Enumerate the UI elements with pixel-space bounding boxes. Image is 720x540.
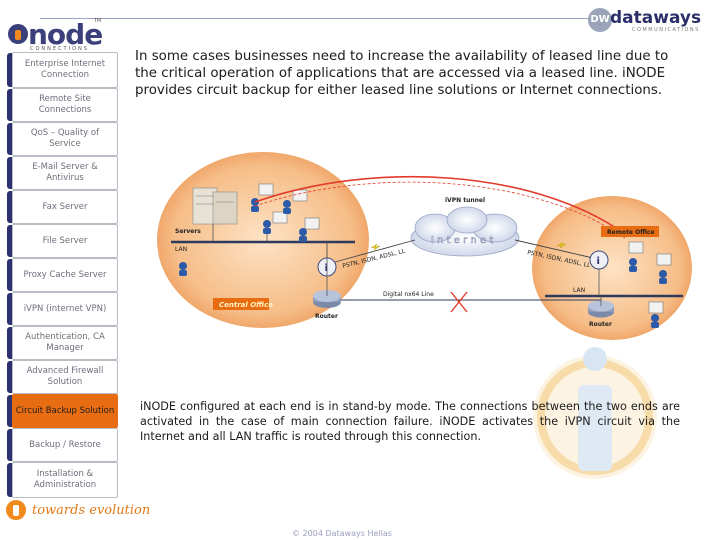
lan-left-label: LAN <box>175 246 187 253</box>
remote-user-icon <box>629 258 667 328</box>
inode-logo-icon <box>8 24 28 44</box>
sidebar-item-label: iVPN (internet VPN) <box>23 303 107 314</box>
ivpn-tunnel-label: iVPN tunnel <box>445 197 485 204</box>
internet-cloud-icon <box>410 206 520 257</box>
inode-logo-sub: CONNECTIONS <box>30 46 89 52</box>
sidebar-item-enterprise-internet[interactable]: Enterprise Internet Connection <box>7 52 118 88</box>
sidebar-item-label: File Server <box>42 235 88 246</box>
sidebar-item-label: Installation & Administration <box>33 469 97 490</box>
remote-office-area <box>532 196 692 340</box>
tagline: towards evolution <box>32 503 151 518</box>
sidebar-item-circuit-backup[interactable]: Circuit Backup Solution <box>7 394 118 428</box>
ivpn-tunnel-path <box>254 175 626 235</box>
remote-workstation-icon <box>628 241 672 314</box>
sidebar-item-label: Backup / Restore <box>29 439 101 450</box>
sidebar-item-ivpn[interactable]: iVPN (internet VPN) <box>7 292 118 326</box>
inode-logo-text: node <box>28 18 103 51</box>
sidebar-item-label: Remote Site Connections <box>38 94 92 115</box>
sidebar-item-remote-site[interactable]: Remote Site Connections <box>7 88 118 122</box>
dataways-name: dataways <box>610 8 702 28</box>
note-paragraph: iNODE configured at each end is in stand… <box>140 400 680 443</box>
dataways-sub: COMMUNICATIONS <box>632 27 700 33</box>
digital-line-label: Digital nx64 Line <box>383 291 434 298</box>
sidebar-item-label: QoS – Quality of Service <box>30 128 100 149</box>
lan-right-label: LAN <box>573 287 585 294</box>
network-diagram: Servers LAN i Router Central Office I <box>157 152 692 340</box>
central-office-tag <box>213 298 269 310</box>
router-left-label: Router <box>315 313 338 320</box>
central-office-label: Central Office <box>219 301 273 309</box>
copyright: © 2004 Dataways Hellas <box>292 529 392 538</box>
inode-footer-icon <box>6 500 26 520</box>
servers-label: Servers <box>175 228 201 235</box>
dataways-logo: DW dataways COMMUNICATIONS <box>588 8 706 34</box>
sidebar-item-label: Circuit Backup Solution <box>15 405 115 416</box>
router-right-label: Router <box>589 321 612 328</box>
sidebar-item-label: Authentication, CA Manager <box>25 332 105 353</box>
line-failure-icon <box>450 291 468 313</box>
intro-paragraph: In some cases businesses need to increas… <box>135 49 669 98</box>
sidebar-item-label: Fax Server <box>42 201 88 212</box>
sidebar-item-label: E-Mail Server & Antivirus <box>32 162 98 183</box>
sidebar-item-advanced-firewall[interactable]: Advanced Firewall Solution <box>7 360 118 394</box>
workstation-icon <box>258 183 320 230</box>
svg-text:i: i <box>597 256 600 267</box>
sidebar-item-label: Enterprise Internet Connection <box>24 59 106 80</box>
sidebar-item-proxy-cache[interactable]: Proxy Cache Server <box>7 258 118 292</box>
sidebar-item-authentication[interactable]: Authentication, CA Manager <box>7 326 118 360</box>
sidebar-item-fax-server[interactable]: Fax Server <box>7 190 118 224</box>
sidebar-item-label: Advanced Firewall Solution <box>26 366 104 387</box>
sidebar-item-email-antivirus[interactable]: E-Mail Server & Antivirus <box>7 156 118 190</box>
svg-text:i: i <box>325 263 328 274</box>
server-rack-icon <box>192 187 238 225</box>
top-rule <box>40 18 600 19</box>
remote-office-label: Remote Office <box>607 229 655 236</box>
dataways-badge-icon: DW <box>588 8 612 32</box>
sidebar-item-installation[interactable]: Installation & Administration <box>7 462 118 498</box>
sidebar-item-label: Proxy Cache Server <box>23 269 107 280</box>
sidebar-item-file-server[interactable]: File Server <box>7 224 118 258</box>
internet-label: I n t e r n e t <box>431 235 493 246</box>
sidebar-item-qos[interactable]: QoS – Quality of Service <box>7 122 118 156</box>
remote-office-tag <box>601 226 659 237</box>
sidebar-item-backup-restore[interactable]: Backup / Restore <box>7 428 118 462</box>
inode-logo-tm: TM <box>94 18 102 24</box>
inode-watermark-icon <box>533 347 657 479</box>
